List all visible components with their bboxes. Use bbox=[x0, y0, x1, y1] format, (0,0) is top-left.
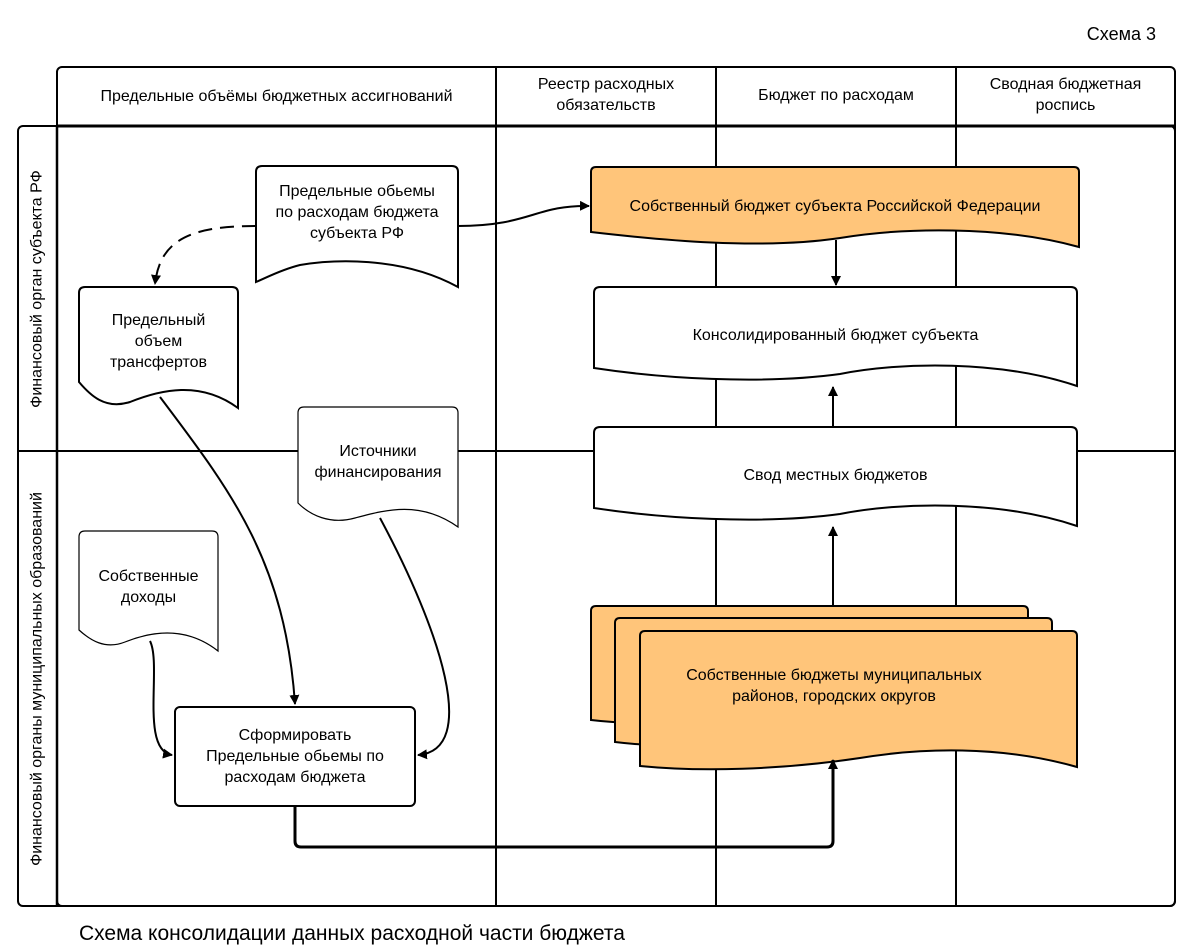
arrow-form-to-municipal bbox=[293, 759, 838, 849]
transfers-limit-label: Предельный объем трансфертов bbox=[109, 311, 208, 371]
own-budget-region-document bbox=[590, 166, 1080, 249]
column-header-registry: Реестр расходных обязательств bbox=[537, 76, 675, 114]
own-revenues-document bbox=[78, 530, 219, 653]
diagram-caption: Схема консолидации данных расходной част… bbox=[79, 922, 625, 945]
column-header-limits: Предельные объёмы бюджетных ассигнований bbox=[100, 88, 453, 105]
arrow-limits-to-transfers-dashed bbox=[151, 225, 257, 285]
form-limits-label: Сформировать Предельные обьемы по расход… bbox=[206, 727, 384, 786]
own-revenues-label: Собственные доходы bbox=[98, 568, 199, 606]
consolidated-budget-label: Консолидированный бюджет субъекта bbox=[692, 326, 979, 344]
arrow-limits-to-own-budget bbox=[457, 200, 590, 227]
lane-label-municipal: Финансовый органы муниципальных образова… bbox=[28, 492, 46, 866]
scheme-number-label: Схема 3 bbox=[1086, 24, 1156, 44]
own-budget-region-label: Собственный бюджет субъекта Российской Ф… bbox=[629, 197, 1041, 215]
municipal-budgets-label: Собственные бюджеты муниципальных районо… bbox=[686, 667, 982, 705]
limits-region-document bbox=[255, 165, 459, 289]
arrow-revenues-to-form bbox=[149, 640, 173, 759]
transfers-limit-document bbox=[78, 286, 239, 410]
consolidated-budget-document bbox=[593, 286, 1078, 388]
arrow-transfers-to-form bbox=[159, 396, 300, 705]
connectors bbox=[149, 200, 841, 849]
financing-sources-label: Источники финансирования bbox=[314, 443, 442, 481]
local-budgets-summary-label: Свод местных бюджетов bbox=[743, 466, 928, 484]
lane-label-region: Финансовый орган субъекта РФ bbox=[28, 170, 46, 408]
limits-region-label: Предельные обьемы по расходам бюджета су… bbox=[275, 182, 439, 242]
arrow-sources-to-form bbox=[379, 517, 451, 760]
column-header-budget-expenses: Бюджет по расходам bbox=[758, 86, 914, 104]
financing-sources-document bbox=[297, 406, 459, 529]
local-budgets-summary-document bbox=[593, 426, 1078, 528]
municipal-budgets-multidocument bbox=[590, 605, 1078, 771]
column-header-consolidated-schedule: Сводная бюджетная роспись bbox=[989, 76, 1142, 114]
